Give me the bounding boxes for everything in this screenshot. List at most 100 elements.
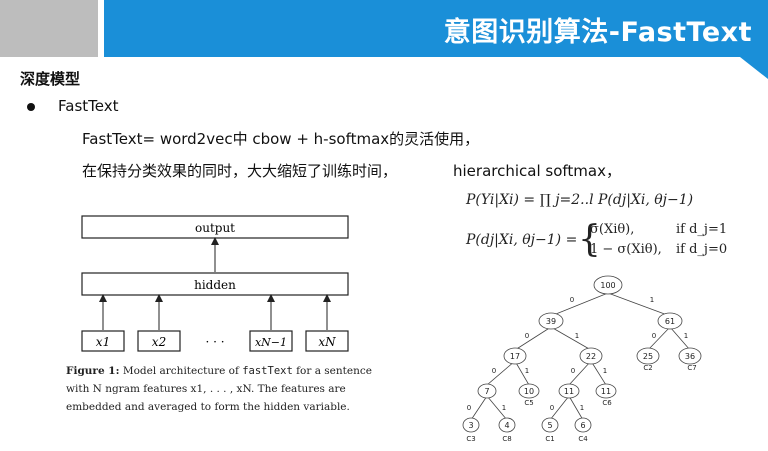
description-line-1: FastText= word2vec中 cbow + h-softmax的灵活使… bbox=[82, 130, 480, 148]
tree-edge bbox=[607, 292, 671, 317]
tree-edge bbox=[514, 360, 530, 386]
edge-label: 0 bbox=[525, 332, 529, 340]
edge-label: 1 bbox=[525, 367, 529, 375]
tree-node-label: 61 bbox=[665, 317, 675, 326]
header-gray-block bbox=[0, 0, 98, 57]
leaf-class-label: C1 bbox=[545, 435, 554, 443]
input-label-1: x1 bbox=[96, 335, 110, 349]
tree-node-label: 7 bbox=[484, 387, 489, 396]
tree-node-label: 39 bbox=[546, 317, 556, 326]
edge-label: 0 bbox=[652, 332, 656, 340]
slide-title: 意图识别算法-FastText bbox=[443, 17, 752, 48]
tree-node-label: 3 bbox=[468, 421, 473, 430]
leaf-class-label: C6 bbox=[602, 399, 612, 407]
edge-label: 0 bbox=[570, 296, 574, 304]
tree-node-label: 17 bbox=[510, 352, 520, 361]
tree-edge bbox=[470, 395, 488, 421]
hierarchical-softmax-label: hierarchical softmax， bbox=[453, 162, 621, 180]
edge-label: 1 bbox=[580, 404, 584, 412]
edge-label: 1 bbox=[502, 404, 506, 412]
tree-node bbox=[503, 347, 527, 365]
tree-edge bbox=[486, 395, 508, 421]
edge-label: 0 bbox=[492, 367, 496, 375]
tree-node-label: 100 bbox=[600, 281, 615, 290]
input-ellipsis: · · · bbox=[205, 335, 224, 349]
formula-case-2: 1 − σ(Xiθ), bbox=[590, 242, 662, 257]
tree-node bbox=[657, 312, 683, 330]
tree-node bbox=[462, 417, 480, 433]
description-line-2: 在保持分类效果的同时，大大缩短了训练时间， bbox=[82, 162, 398, 180]
tree-node bbox=[636, 347, 660, 365]
input-label-3: xN−1 bbox=[255, 336, 287, 349]
tree-edge bbox=[514, 326, 552, 351]
leaf-class-label: C5 bbox=[524, 399, 533, 407]
caption-bold: Figure 1: bbox=[66, 365, 120, 377]
hidden-box bbox=[81, 272, 349, 296]
figure-caption: Figure 1: Model architecture of fastText… bbox=[66, 362, 376, 416]
tree-edge bbox=[549, 395, 570, 421]
tree-node bbox=[595, 383, 617, 399]
leaf-class-label: C8 bbox=[502, 435, 511, 443]
tree-node bbox=[593, 275, 623, 295]
tree-node bbox=[574, 417, 592, 433]
input-label-2: x2 bbox=[152, 335, 166, 349]
brace-symbol: { bbox=[578, 219, 601, 260]
tree-node bbox=[541, 417, 559, 433]
tree-node-label: 10 bbox=[524, 387, 534, 396]
tree-node bbox=[498, 417, 516, 433]
tree-edge bbox=[590, 360, 607, 386]
edge-label: 0 bbox=[467, 404, 471, 412]
tree-node bbox=[579, 347, 603, 365]
output-label: output bbox=[195, 221, 235, 235]
formula-case-1-cond: if d_j=1 bbox=[676, 222, 728, 237]
input-box-2 bbox=[137, 330, 181, 352]
hidden-label: hidden bbox=[194, 278, 236, 292]
header-banner: 意图识别算法-FastText bbox=[104, 0, 768, 57]
input-label-4: xN bbox=[318, 335, 336, 349]
tree-node-label: 25 bbox=[643, 352, 653, 361]
tree-node-label: 6 bbox=[580, 421, 585, 430]
leaf-class-label: C7 bbox=[687, 364, 696, 372]
huffman-tree bbox=[462, 275, 702, 433]
tree-node bbox=[678, 347, 702, 365]
section-title: 深度模型 bbox=[20, 70, 81, 88]
tree-node-label: 4 bbox=[504, 421, 509, 430]
leaf-class-label: C4 bbox=[578, 435, 588, 443]
leaf-class-label: C2 bbox=[643, 364, 652, 372]
caption-text-1: Model architecture of bbox=[119, 365, 243, 377]
edge-label: 1 bbox=[650, 296, 654, 304]
input-box-4 bbox=[305, 330, 349, 352]
tree-node-label: 22 bbox=[586, 352, 596, 361]
formula-conditional-lhs: P(dj|Xi, θj−1) = bbox=[466, 232, 578, 248]
input-box-1 bbox=[81, 330, 125, 352]
tree-node-label: 11 bbox=[601, 387, 611, 396]
leaf-class-label: C3 bbox=[466, 435, 475, 443]
formula-case-1: σ(Xiθ), bbox=[590, 222, 635, 237]
tree-edge bbox=[550, 326, 592, 351]
tree-node-label: 11 bbox=[564, 387, 574, 396]
bullet-dot-icon bbox=[27, 103, 35, 111]
caption-text-2: for a sentence with N ngram features x1,… bbox=[66, 365, 372, 413]
formula-product: P(Yi|Xi) = ∏ j=2..l P(dj|Xi, θj−1) bbox=[466, 192, 694, 208]
tree-node-label: 5 bbox=[547, 421, 552, 430]
tree-edge bbox=[568, 395, 584, 421]
header-tab-decoration bbox=[740, 57, 768, 79]
caption-code: fastText bbox=[242, 365, 293, 377]
tree-edge bbox=[486, 360, 516, 386]
tree-node bbox=[477, 383, 497, 399]
formula-case-2-cond: if d_j=0 bbox=[676, 242, 728, 257]
input-box-3 bbox=[249, 330, 293, 352]
tree-edge bbox=[568, 360, 592, 386]
tree-node bbox=[558, 383, 580, 399]
tree-edge bbox=[647, 326, 671, 351]
tree-edge bbox=[669, 326, 691, 351]
edge-label: 0 bbox=[550, 404, 554, 412]
bullet-label: FastText bbox=[58, 97, 119, 115]
tree-edge bbox=[550, 292, 609, 317]
tree-node bbox=[538, 312, 564, 330]
huffman-tree-labels: 100 39 61 17 22 25 36 7 10 11 11 3 4 5 6… bbox=[466, 281, 696, 443]
edge-label: 1 bbox=[603, 367, 607, 375]
architecture-figure: output hidden x1 x2 xN−1 xN · · · bbox=[81, 215, 349, 352]
edge-label: 1 bbox=[575, 332, 579, 340]
